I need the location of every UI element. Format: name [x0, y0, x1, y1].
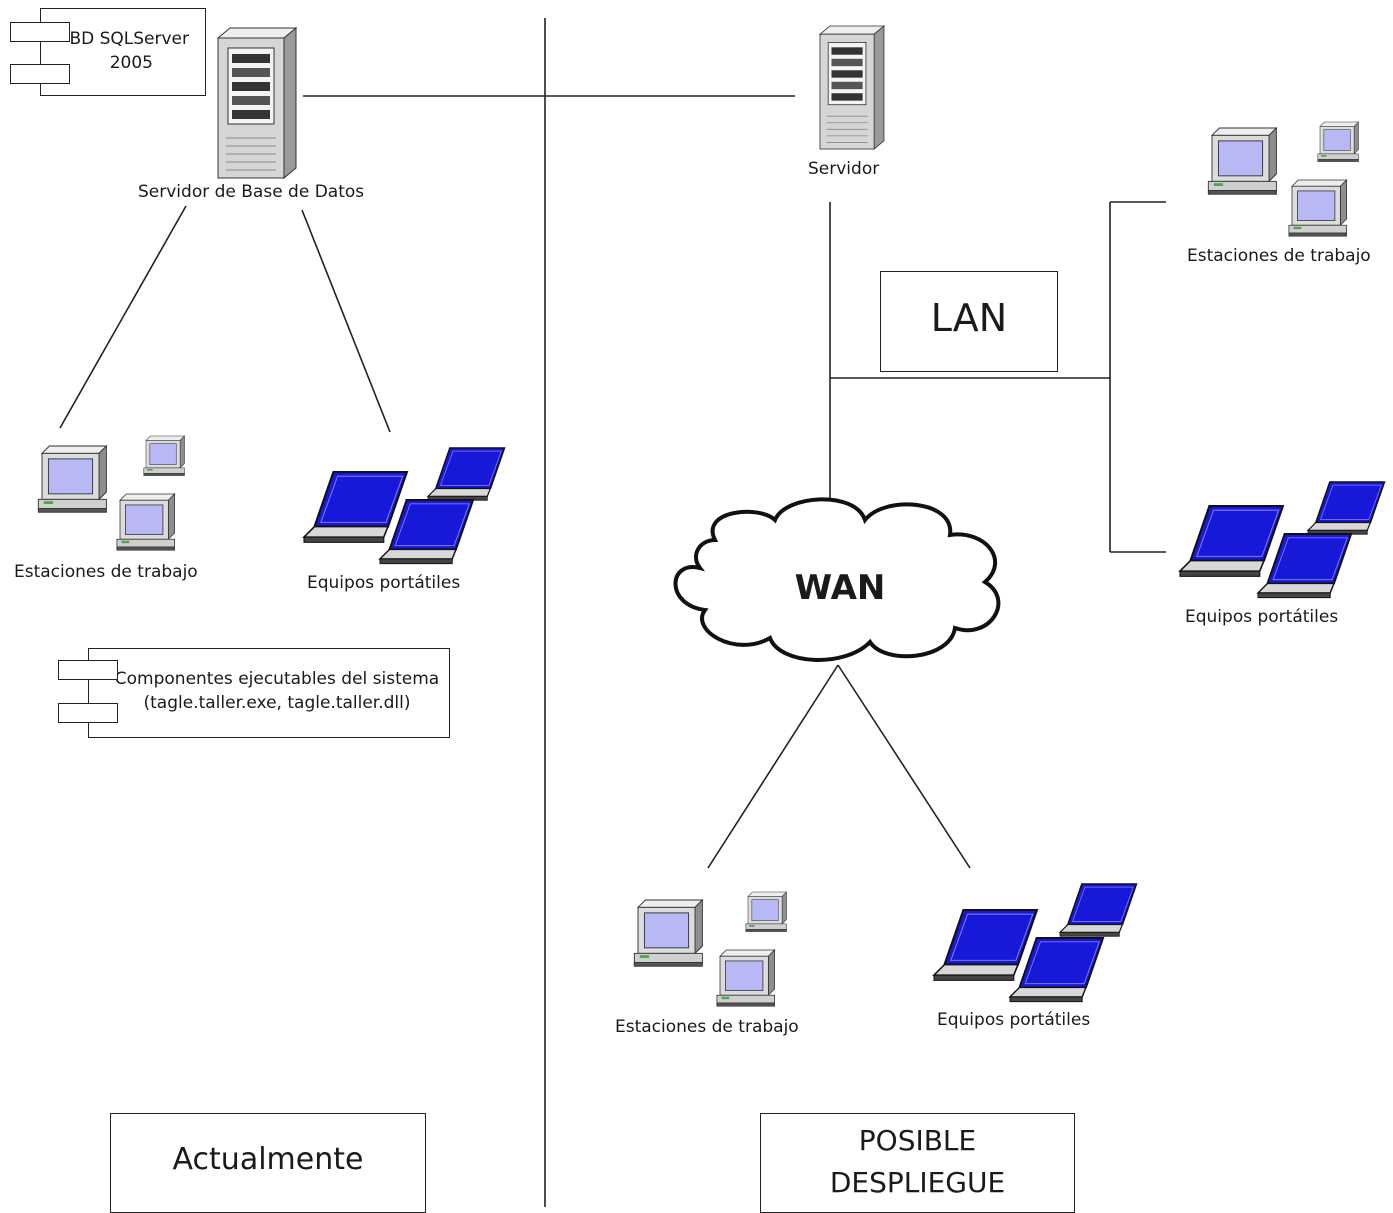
lan-workstations-icon [1207, 121, 1359, 237]
db-component-line1: BD SQLServer [69, 29, 189, 49]
wan-laptops-label: Equipos portátiles [937, 1010, 1091, 1030]
db-server-label: Servidor de Base de Datos [138, 182, 365, 202]
lan-laptops-icon [1178, 481, 1386, 599]
right-caption-line1: POSIBLE [858, 1124, 977, 1157]
left-workstations-icon [37, 435, 185, 551]
left-laptops-label: Equipos portátiles [307, 573, 461, 593]
lan-box: LAN [880, 271, 1058, 372]
wan-label: WAN [794, 568, 886, 608]
wan-to-laptops-line [837, 664, 971, 869]
left-server-to-laptops-line [301, 209, 391, 433]
wan-workstations-label: Estaciones de trabajo [615, 1017, 799, 1037]
lan-label: LAN [930, 296, 1008, 340]
db-component-tab-bottom [10, 64, 70, 84]
left-workstations-label: Estaciones de trabajo [14, 562, 198, 582]
exe-component-tab-bottom [58, 703, 118, 723]
wan-to-workstations-line [707, 664, 839, 869]
lan-workstations-label: Estaciones de trabajo [1187, 246, 1371, 266]
db-component-tab-top [10, 22, 70, 42]
db-server-icon [217, 27, 297, 179]
right-caption-box: POSIBLE DESPLIEGUE [760, 1113, 1075, 1213]
exe-component-box: Componentes ejecutables del sistema (tag… [88, 648, 450, 738]
wan-cloud-icon [673, 497, 1001, 662]
exe-component-line1: Componentes ejecutables del sistema [114, 669, 440, 689]
connector-lines [59, 18, 1166, 1207]
wan-workstations-icon [633, 891, 787, 1007]
left-caption: Actualmente [172, 1142, 364, 1177]
lan-laptops-label: Equipos portátiles [1185, 607, 1339, 627]
server-label: Servidor [808, 159, 880, 179]
wan-laptops-icon [932, 883, 1138, 1003]
left-laptops-icon [302, 447, 506, 565]
exe-component-tab-top [58, 660, 118, 680]
left-server-to-workstations-line [59, 205, 187, 429]
right-caption-line2: DESPLIEGUE [829, 1166, 1006, 1199]
db-component-line2: 2005 [109, 53, 153, 73]
server-icon [819, 25, 885, 150]
exe-component-line2: (tagle.taller.exe, tagle.taller.dll) [143, 693, 411, 713]
left-caption-box: Actualmente [110, 1113, 426, 1213]
